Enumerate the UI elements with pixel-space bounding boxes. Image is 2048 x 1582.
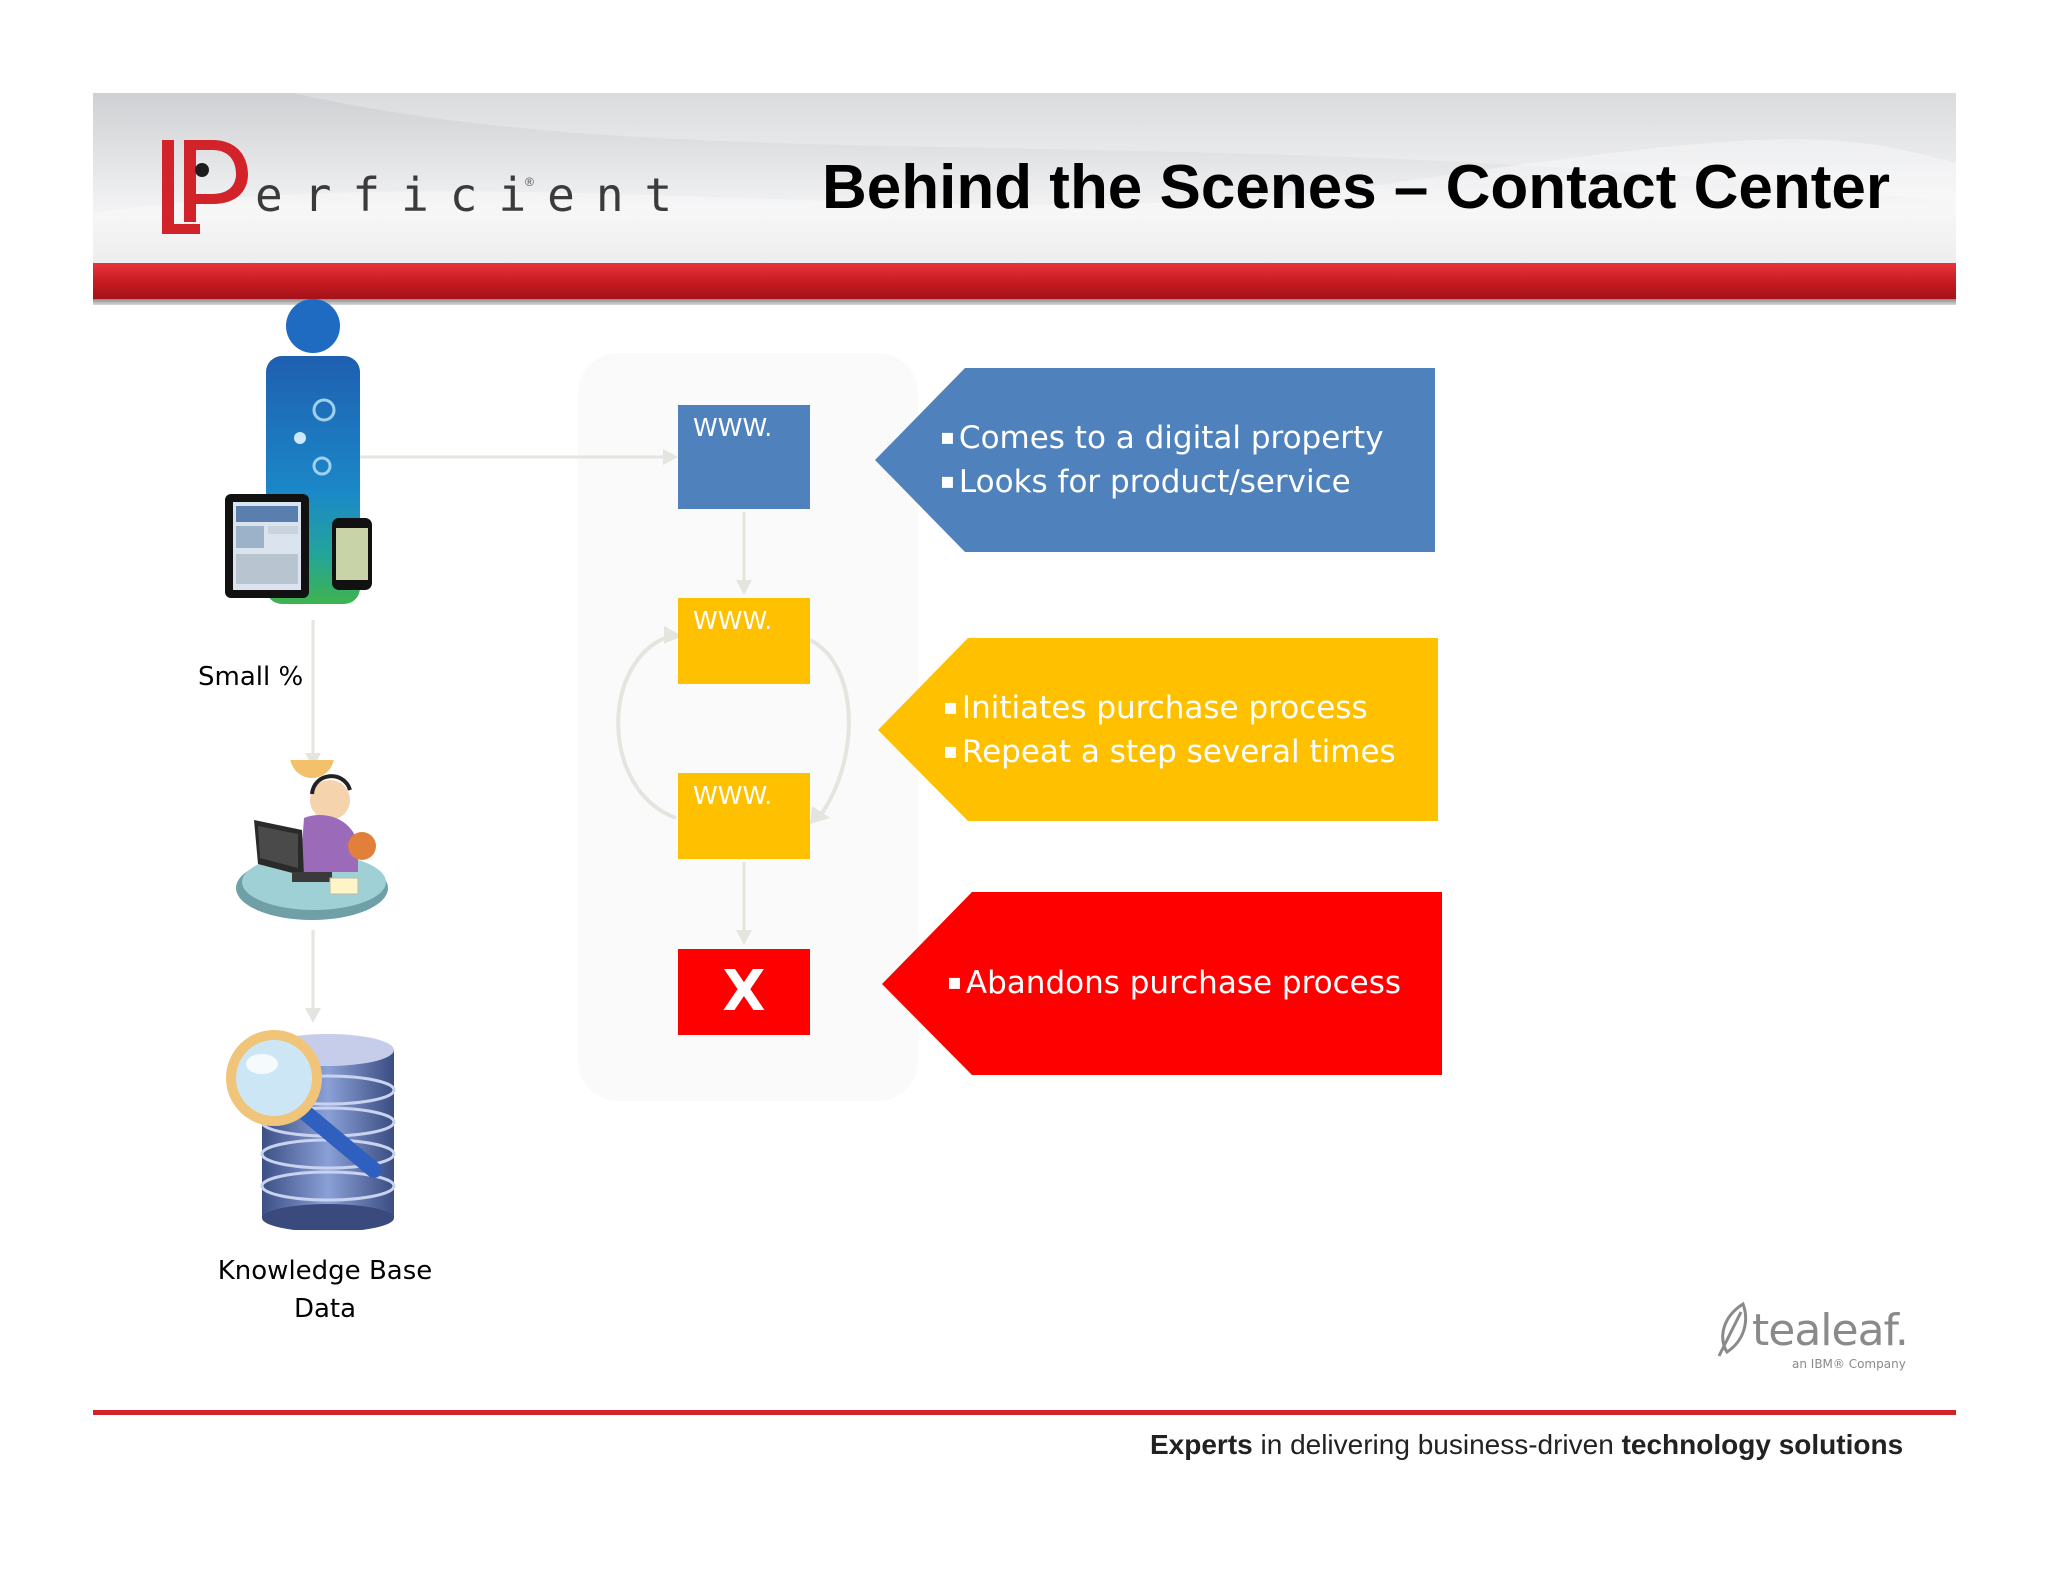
abandon-step: X — [678, 949, 810, 1035]
flow-step-1: WWW. — [678, 405, 810, 509]
callout-yellow-text: Initiates purchase process Repeat a step… — [943, 686, 1396, 774]
callout-yellow-bullet-2: Repeat a step several times — [943, 730, 1396, 774]
tagline-middle: in delivering business-driven — [1252, 1429, 1622, 1460]
callout-blue-text: Comes to a digital property Looks for pr… — [940, 416, 1384, 504]
knowledge-base-label: Knowledge Base Data — [200, 1252, 450, 1328]
tagline-bold-2: technology solutions — [1621, 1429, 1904, 1460]
slide-header — [93, 93, 1956, 263]
agent-icon — [236, 760, 388, 920]
flow-step-2: WWW. — [678, 598, 810, 684]
tealeaf-subtitle: an IBM® Company — [1792, 1357, 1906, 1371]
tealeaf-leaf-icon — [1717, 1301, 1748, 1357]
header-divider — [93, 299, 1956, 305]
flow-step-3: WWW. — [678, 773, 810, 859]
tagline-bold-1: Experts — [1150, 1429, 1253, 1460]
perficient-logo-text: erficient — [255, 168, 694, 222]
callout-blue-bullet-1: Comes to a digital property — [940, 416, 1384, 460]
small-percent-label: Small % — [198, 662, 304, 692]
header-swoosh — [93, 93, 1956, 263]
slide-title: Behind the Scenes – Contact Center — [821, 153, 1890, 222]
tealeaf-wordmark: tealeaf. — [1752, 1305, 1909, 1356]
kb-label-line1: Knowledge Base — [217, 1256, 433, 1286]
callout-red-text: Abandons purchase process — [947, 961, 1401, 1005]
callout-red-bullet-1: Abandons purchase process — [947, 961, 1401, 1005]
customer-devices-icon — [225, 299, 372, 604]
kb-label-line2: Data — [293, 1294, 357, 1324]
perficient-p-icon — [162, 140, 248, 234]
footer-red-line — [93, 1410, 1956, 1415]
flow-connectors — [360, 449, 851, 945]
database-search-icon — [226, 1030, 396, 1230]
header-red-bar — [93, 263, 1956, 299]
callout-yellow-bullet-1: Initiates purchase process — [943, 686, 1396, 730]
footer-tagline: Experts in delivering business-driven te… — [1150, 1429, 1903, 1461]
callout-blue-bullet-2: Looks for product/service — [940, 460, 1384, 504]
perficient-logo-reg: ® — [525, 175, 534, 189]
